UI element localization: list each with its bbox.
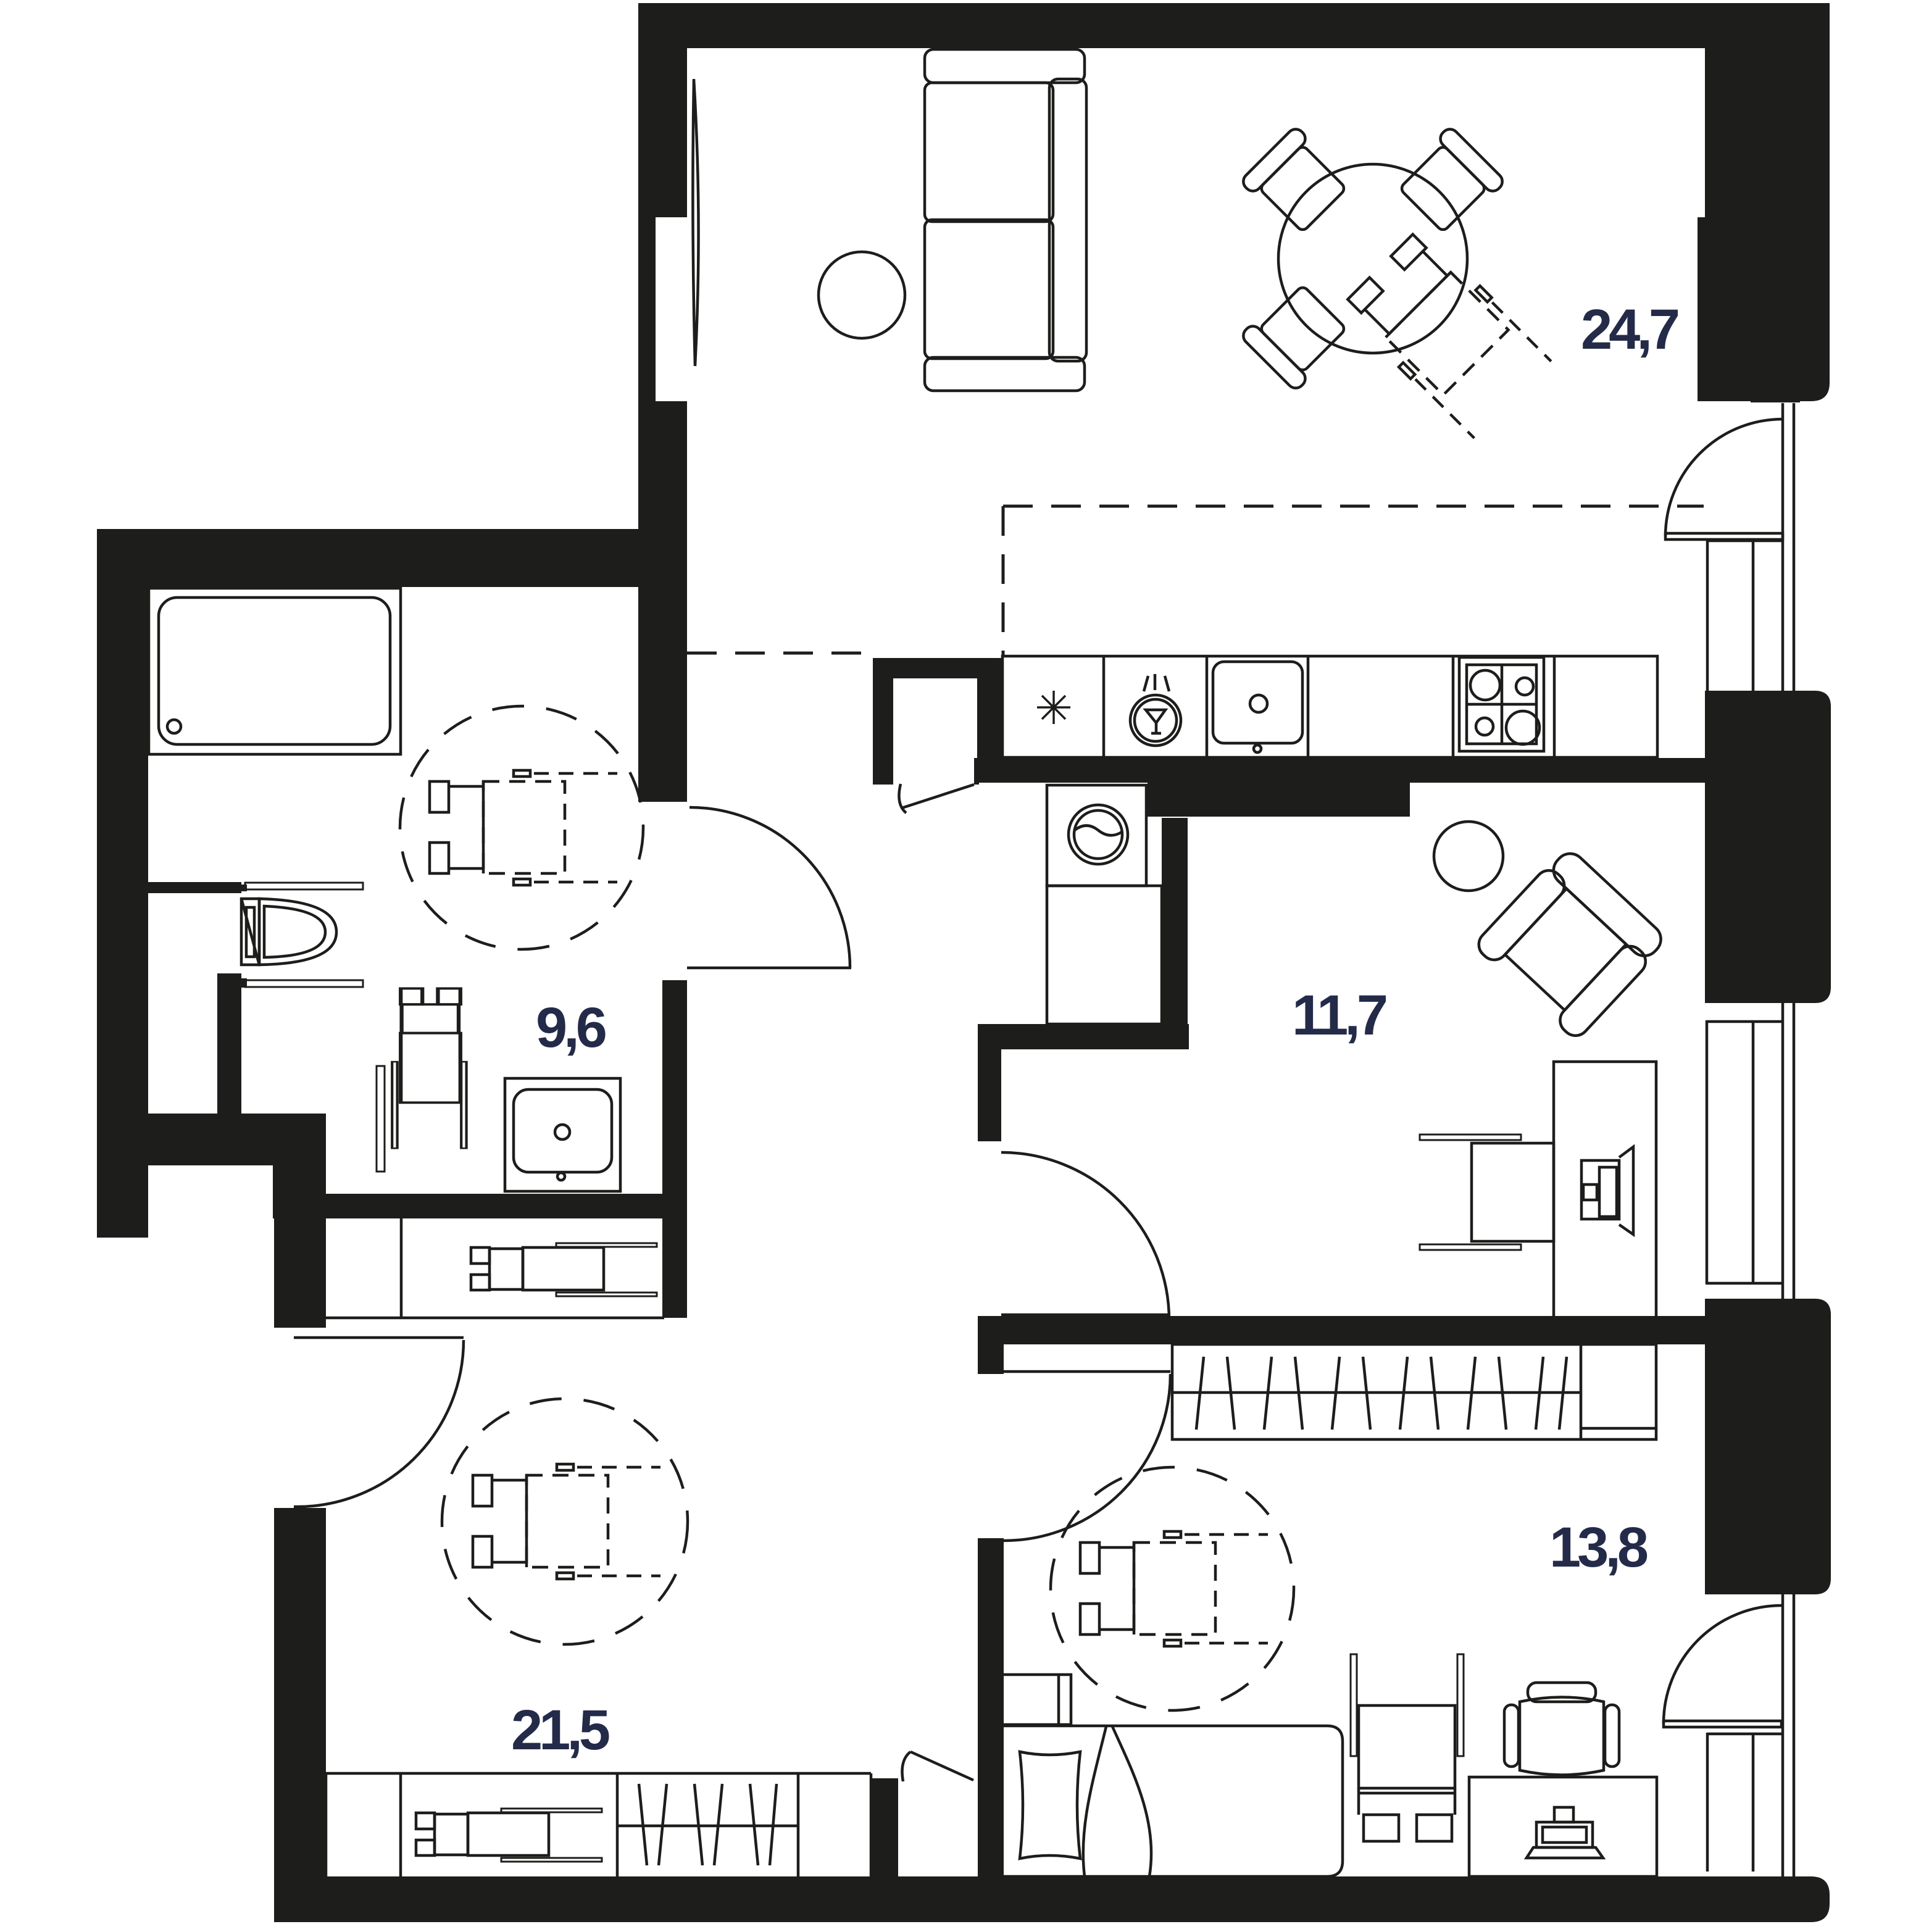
svg-text:24,7: 24,7	[1581, 298, 1678, 361]
svg-text:9,6: 9,6	[536, 996, 606, 1059]
svg-text:13,8: 13,8	[1549, 1516, 1648, 1579]
svg-text:21,5: 21,5	[511, 1699, 609, 1762]
svg-text:11,7: 11,7	[1292, 984, 1386, 1047]
